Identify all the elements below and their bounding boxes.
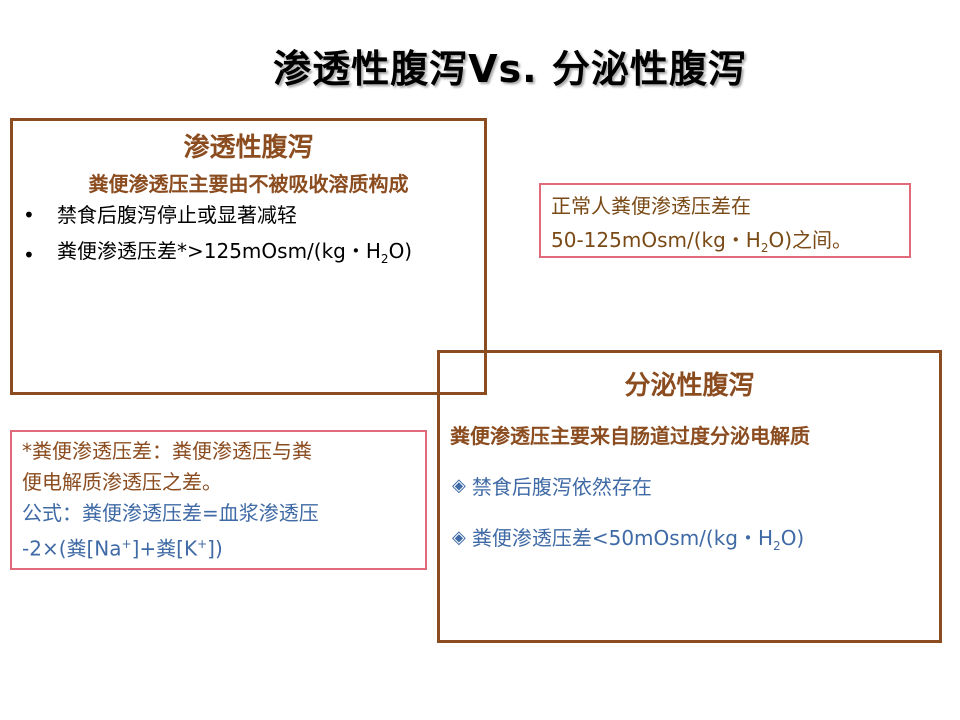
osmotic-bullet-2: • 粪便渗透压差*>125mOsm/(kg・H2O)	[13, 233, 484, 277]
note-formula-line-1: 公式：粪便渗透压差=血浆渗透压	[22, 501, 319, 525]
osmotic-subheading: 粪便渗透压主要由不被吸收溶质构成	[88, 172, 409, 196]
diamond-bullet-icon: ◈	[452, 475, 466, 496]
bullet-dot-icon: •	[23, 203, 35, 227]
definition-note-box: *粪便渗透压差：粪便渗透压与粪 便电解质渗透压之差。 公式：粪便渗透压差=血浆渗…	[10, 430, 427, 570]
normal-line-1: 正常人粪便渗透压差在	[551, 194, 751, 218]
normal-line-2: 50-125mOsm/(kg・H2O)之间。	[551, 228, 853, 255]
bullet-dot-icon: •	[23, 243, 35, 267]
secretory-item-2: ◈ 粪便渗透压差<50mOsm/(kg・H2O)	[440, 522, 939, 553]
slide-title: 渗透性腹泻Vs. 分泌性腹泻	[273, 47, 747, 91]
secretory-subheading: 粪便渗透压主要来自肠道过度分泌电解质	[450, 424, 810, 448]
osmotic-diarrhea-box: 渗透性腹泻 粪便渗透压主要由不被吸收溶质构成 • 禁食后腹泻停止或显著减轻 • …	[10, 118, 487, 395]
note-formula-line-2: -2×(粪[Na+]+粪[K+])	[22, 536, 223, 561]
secretory-item-1: ◈ 禁食后腹泻依然存在	[440, 471, 939, 500]
osmotic-heading: 渗透性腹泻	[183, 133, 314, 163]
secretory-item-2-text: 粪便渗透压差<50mOsm/(kg・H2O)	[471, 526, 805, 553]
secretory-item-1-text: 禁食后腹泻依然存在	[471, 475, 652, 499]
osmotic-bullet-1: • 禁食后腹泻停止或显著减轻	[13, 197, 484, 233]
secretory-diarrhea-box: 分泌性腹泻 粪便渗透压主要来自肠道过度分泌电解质 ◈ 禁食后腹泻依然存在 ◈ 粪…	[437, 350, 942, 643]
note-line-2: 便电解质渗透压之差。	[22, 470, 222, 494]
secretory-heading: 分泌性腹泻	[624, 371, 755, 401]
diamond-bullet-icon: ◈	[452, 527, 466, 548]
osmotic-bullet-1-text: 禁食后腹泻停止或显著减轻	[57, 203, 297, 227]
normal-range-box: 正常人粪便渗透压差在 50-125mOsm/(kg・H2O)之间。	[539, 183, 911, 258]
note-line-1: *粪便渗透压差：粪便渗透压与粪	[22, 439, 312, 463]
osmotic-bullet-2-text: 粪便渗透压差*>125mOsm/(kg・H2O)	[57, 239, 413, 266]
